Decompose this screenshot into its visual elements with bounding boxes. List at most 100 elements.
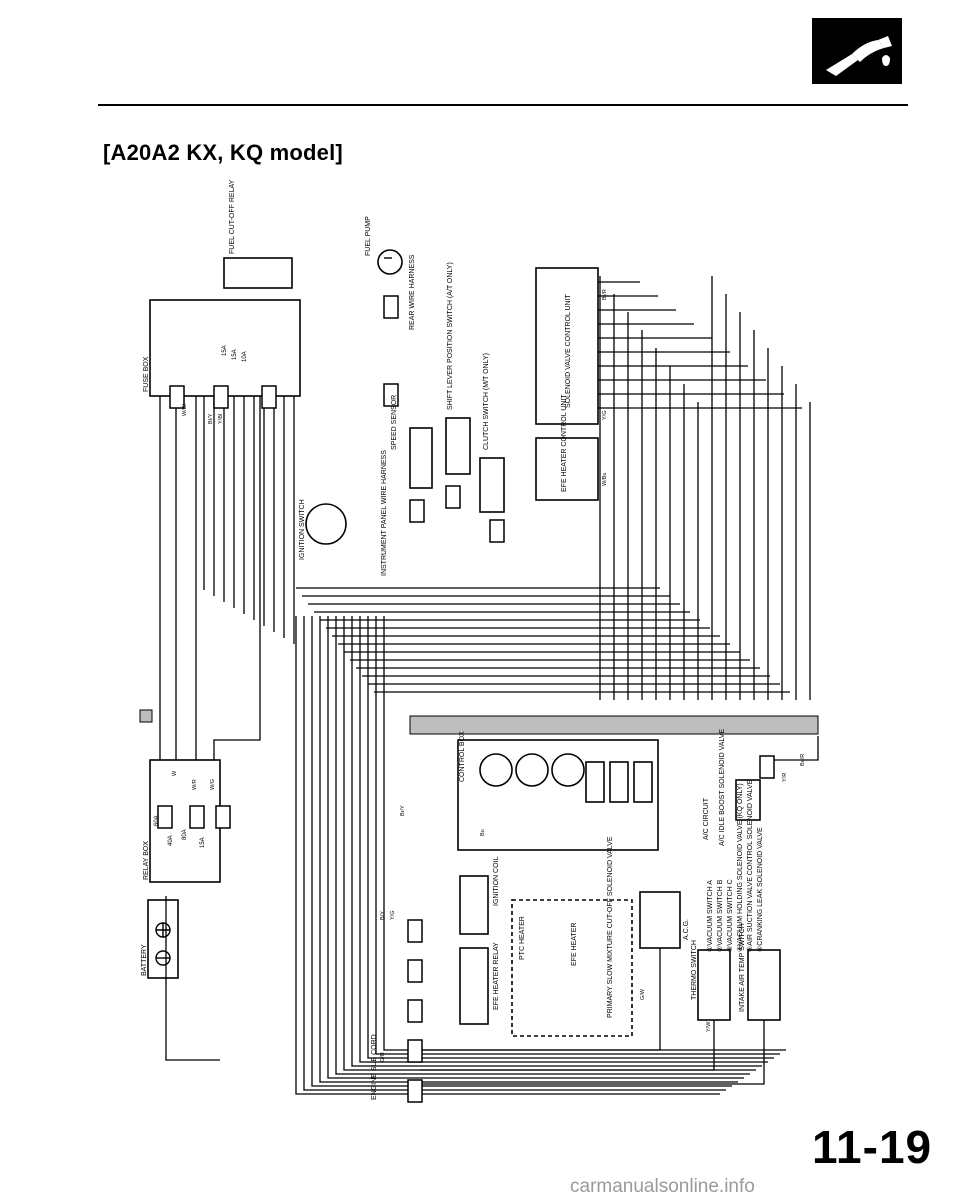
connector [383,383,399,407]
fuse-label: 15A [232,349,238,360]
efe-heater-relay-box [459,947,489,1025]
thermo-switch-box [697,949,731,1021]
header-rule [98,104,908,106]
label-primary-slow: PRIMARY SLOW MIXTURE CUT-OFF SOLENOID VA… [607,836,614,1018]
battery-box [147,899,179,979]
label-ptc-heater: PTC HEATER [519,916,526,960]
wire-color-label: W/BI [182,404,188,416]
outer-loop-wire [351,616,762,1067]
outer-loop-wire [303,616,726,1091]
legend-item: ⑤AIR SUCTION VALVE CONTROL SOLENOID VALV… [746,779,754,952]
wire-color-label: BI/R [602,289,608,300]
label-ignition-coil: IGNITION COIL [493,857,500,907]
shaded-harness-strip [409,715,819,735]
label-ac-idle-boost: A/C IDLE BOOST SOLENOID VALVE [719,729,726,846]
page-subtitle: [A20A2 KX, KQ model] [103,140,343,165]
legend-item: ④VACUUM HOLDING SOLENOID VALVE (KQ ONLY) [736,783,744,952]
outer-loop-wire [319,616,738,1083]
label-engine-sub-cord: ENGINE SUB CORD [371,1034,378,1100]
clutch-switch-box [479,457,505,513]
wire-color-label: W [172,770,178,776]
legend-item: ③VACUUM SWITCH C [726,879,734,952]
fuse-label: 10A [242,351,248,362]
wire-color-label: G/R [380,1052,386,1062]
fuse-label: 15A [222,345,228,356]
intake-wire [420,1020,765,1085]
wire-color-label: Y/BI [218,413,224,424]
battery-ground-wire [165,896,220,1061]
label-ac-circuit: A/C CIRCUIT [703,797,710,840]
label-efe-heater-relay: EFE HEATER RELAY [493,942,500,1010]
solenoid-control-unit-box [535,267,599,425]
label-thermo-switch: THERMO SWITCH [691,940,698,1000]
connector [407,1039,423,1063]
label-rear-wire-harness: REAR WIRE HARNESS [409,254,416,330]
label-clutch-switch: CLUTCH SWITCH (M/T ONLY) [483,353,490,450]
ignition-coil-box [459,875,489,935]
label-intake-air-temp: INTAKE AIR TEMP SWITCH [739,923,746,1012]
connector [169,385,185,409]
watermark: carmanualsonline.info [570,1176,755,1197]
connector [383,295,399,319]
label-efe-heater: EFE HEATER [571,923,578,966]
connector [261,385,277,409]
wire-color-label: B/Y [380,911,386,920]
legend-item: ②VACUUM SWITCH B [716,879,724,952]
holding-solenoid [585,761,605,803]
connector [407,999,423,1023]
label-relay-box: RELAY BOX [143,841,150,880]
wire-color-label: BI/Y [208,413,214,424]
thermo-wire [420,1020,715,1071]
wire-color-label: Bu/R [800,754,806,766]
outer-loop-wire [311,616,732,1087]
battery-plus-ring [155,922,171,938]
label-fuel-cutoff-relay: FUEL CUT-OFF RELAY [229,179,236,254]
fuse-label: 15A [200,837,206,848]
air-suction-solenoid [609,761,629,803]
shaded-connector [139,709,153,723]
wire-color-label: W/G [210,779,216,790]
connector [407,919,423,943]
wire-bundle [159,276,819,1095]
connector [409,499,425,523]
fuse-label: 80A [182,829,188,840]
wire-color-label: W/Bu [602,473,608,486]
ignition-switch-circle [305,503,347,545]
label-shift-lever: SHIFT LEVER POSITION SWITCH (A/T ONLY) [447,262,454,410]
acg-wire [420,948,661,1051]
outer-loop-wire [295,616,720,1095]
wire-color-label: G/W [640,988,646,1000]
vacuum-switch-b [515,753,549,787]
label-efe-heater-control: EFE HEATER CONTROL UNIT [561,394,568,492]
connector [407,959,423,983]
label-solenoid-control-unit: SOLENOID VALVE CONTROL UNIT [565,293,572,408]
intake-air-switch-box [747,949,781,1021]
connector [759,755,775,779]
connector [407,1079,423,1103]
outer-loop-wire [335,616,750,1075]
acg-box [639,891,681,949]
label-speed-sensor: SPEED SENSOR [391,395,398,450]
fuse-label: 40A [168,835,174,846]
shift-switch-box [445,417,471,475]
speed-sensor-box [409,427,433,489]
connector [215,805,231,829]
connector [213,385,229,409]
label-acg: A.C.G. [683,919,690,940]
ac-idle-solenoid [735,779,761,821]
fuel-nozzle-icon [812,18,902,84]
wire-color-label: Y/G [390,911,396,920]
label-ignition-switch: IGNITION SWITCH [299,499,306,560]
label-instrument-harness: INSTRUMENT PANEL WIRE HARNESS [381,450,388,576]
wire-color-label: Bu [480,829,486,836]
connector [189,805,205,829]
outer-loop-wire [327,616,744,1079]
battery-plus-icon [156,923,170,937]
heater-dashed-group [511,899,633,1037]
legend-item: ①VACUUM SWITCH A [706,880,714,952]
wire-color-label: Y/W [706,1021,712,1032]
connector [489,519,505,543]
wire-color-label: W/R [192,779,198,790]
outer-loop-wire [367,616,774,1059]
